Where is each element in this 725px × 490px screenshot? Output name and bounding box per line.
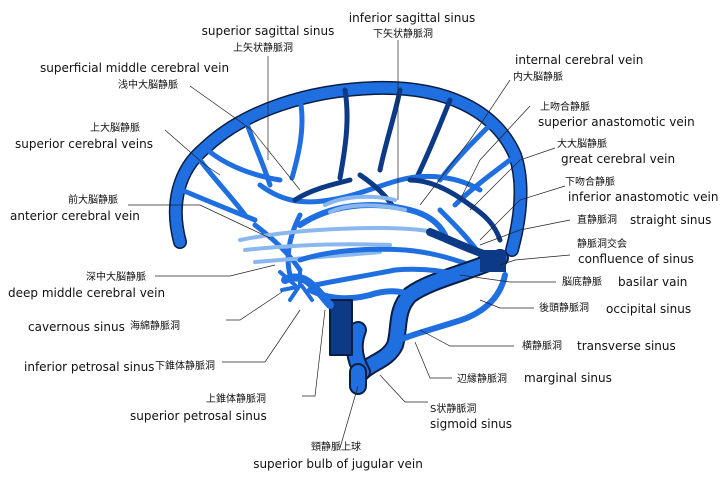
label-superior-sagittal-sinus-jp: 上矢状静脈洞 [233, 41, 293, 54]
label-superior-cerebral-veins-en: superior cerebral veins [15, 137, 153, 151]
label-inferior-anastomotic-vein-jp: 下吻合静脈 [565, 175, 615, 188]
label-occipital-sinus-en: occipital sinus [606, 302, 691, 316]
label-inferior-sagittal-sinus-jp: 下矢状静脈洞 [373, 27, 433, 40]
label-deep-middle-cerebral-vein-en: deep middle cerebral vein [8, 286, 165, 300]
deep-middle-cerebral-vein-shape [278, 268, 314, 302]
label-occipital-sinus-jp: 後頭静脈洞 [539, 301, 589, 314]
basilar-vein-shape [312, 266, 463, 288]
label-internal-cerebral-vein-en: internal cerebral vein [515, 53, 643, 67]
label-inferior-anastomotic-vein-en: inferior anastomotic vein [568, 190, 718, 204]
label-transverse-sinus-en: transverse sinus [577, 339, 676, 353]
inferior-petrosal-sinus-shape [330, 300, 352, 355]
label-sigmoid-sinus-en: sigmoid sinus [430, 417, 512, 431]
label-basilar-vain-jp: 脳底静脈 [562, 275, 602, 288]
label-inferior-petrosal-sinus-jp: 下錐体静脈洞 [155, 359, 215, 372]
label-superior-anastomotic-vein-en: superior anastomotic vein [538, 115, 695, 129]
labels: superior sagittal sinus 上矢状静脈洞 inferior … [8, 11, 718, 471]
label-sigmoid-sinus-jp: S状静脈洞 [430, 402, 476, 415]
label-superior-bulb-of-jugular-vein-jp: 頸静脈上球 [311, 440, 361, 453]
occipital-sinus-shape [397, 272, 508, 343]
label-superior-cerebral-veins-jp: 上大脳静脈 [90, 121, 140, 134]
label-straight-sinus-jp: 直静脈洞 [577, 213, 617, 226]
label-great-cerebral-vein-jp: 大大脳静脈 [557, 137, 607, 150]
label-superior-petrosal-sinus-en: superior petrosal sinus [130, 409, 267, 423]
deep-system-shape [238, 194, 473, 268]
label-superior-sagittal-sinus-en: superior sagittal sinus [202, 24, 335, 38]
label-superior-bulb-of-jugular-vein-en: superior bulb of jugular vein [253, 457, 423, 471]
label-cavernous-sinus-en: cavernous sinus [28, 320, 125, 334]
label-anterior-cerebral-vein-en: anterior cerebral vein [10, 209, 140, 223]
label-confluence-of-sinus-en: confluence of sinus [578, 252, 694, 266]
label-inferior-sagittal-sinus-en: inferior sagittal sinus [349, 11, 475, 25]
label-superficial-middle-cerebral-vein-en: superficial middle cerebral vein [40, 61, 229, 75]
label-superficial-middle-cerebral-vein-jp: 浅中大脳静脈 [118, 78, 178, 91]
label-inferior-petrosal-sinus-en: inferior petrosal sinus [24, 360, 154, 374]
superior-sagittal-sinus-fill [170, 82, 527, 256]
label-basilar-vain-en: basilar vain [618, 275, 687, 289]
label-deep-middle-cerebral-vein-jp: 深中大脳静脈 [86, 270, 146, 283]
superior-cerebral-veins-shape [179, 87, 513, 223]
confluence-of-sinus-shape [480, 250, 506, 272]
label-transverse-sinus-jp: 横静脈洞 [522, 339, 562, 352]
cavernous-sinus-shape [281, 273, 334, 309]
label-straight-sinus-en: straight sinus [630, 213, 711, 227]
vessel-illustration [168, 80, 528, 395]
label-anterior-cerebral-vein-jp: 前大脳静脈 [68, 193, 118, 206]
label-great-cerebral-vein-en: great cerebral vein [561, 152, 675, 166]
label-superior-anastomotic-vein-jp: 上吻合静脈 [540, 100, 590, 113]
label-internal-cerebral-vein-jp: 内大脳静脈 [513, 70, 563, 83]
label-marginal-sinus-en: marginal sinus [524, 371, 612, 385]
label-marginal-sinus-jp: 辺縁静脈洞 [457, 372, 507, 385]
label-confluence-of-sinus-jp: 静脈洞交会 [577, 237, 627, 250]
label-cavernous-sinus-jp: 海綿静脈洞 [130, 319, 180, 332]
inferior-petrosal-sinus-outline [329, 299, 353, 356]
label-superior-petrosal-sinus-jp: 上錐体静脈洞 [206, 392, 266, 405]
leader-lines [128, 40, 571, 449]
